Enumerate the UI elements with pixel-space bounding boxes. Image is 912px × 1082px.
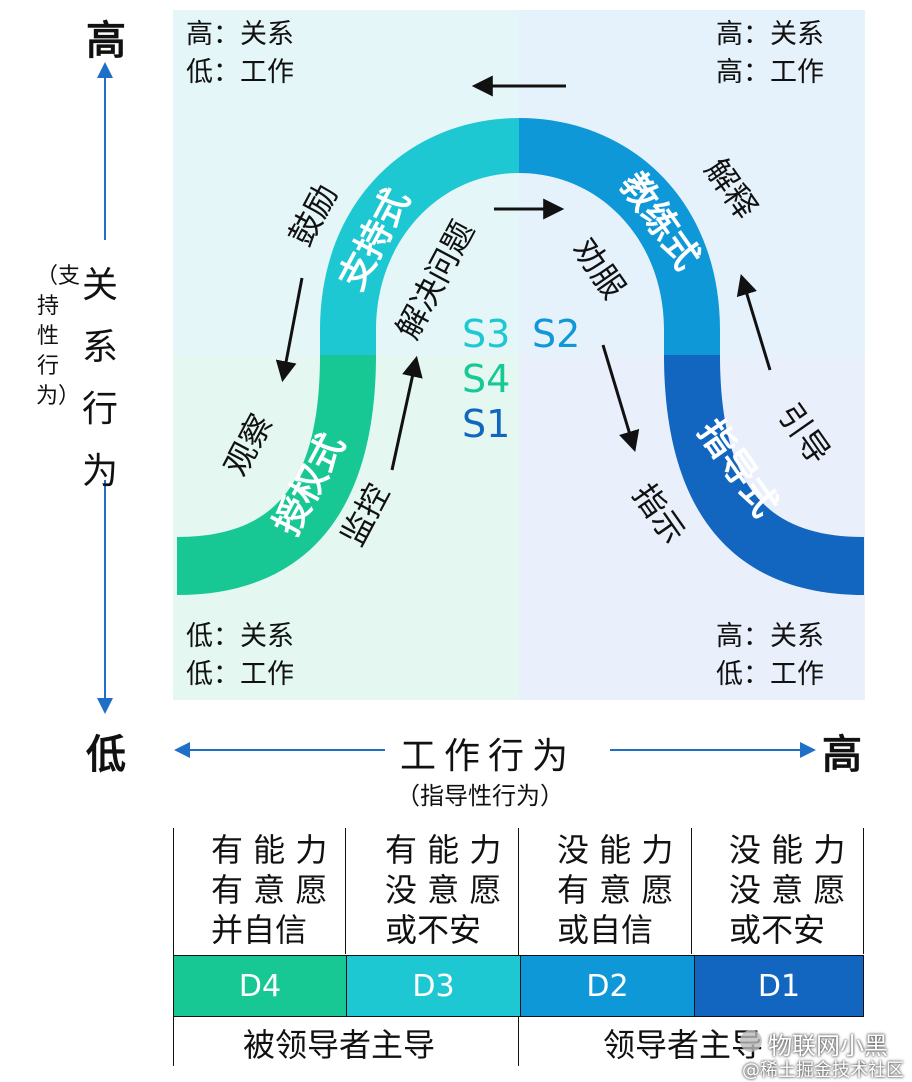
table-divider-right [863, 828, 864, 954]
leadership-curve-diagram: 支持式 教练式 指导式 授权式 鼓励 观察 解决问题 监控 劝服 指示 解释 引… [177, 75, 864, 595]
readiness-cell-d4: 有 能 力 有 意 愿 并自信 [211, 831, 328, 949]
quadrant-bottom-left-label: 低：关系 低：工作 [186, 621, 294, 690]
quadrant-bottom-right-label: 高：关系 低：工作 [716, 621, 824, 690]
watermark-logo-icon [740, 1030, 762, 1052]
label-zhishi: 指示 [625, 477, 693, 551]
level-d2: D2 [521, 956, 695, 1016]
stage-s1: S1 [462, 402, 511, 446]
watermark-line1: 物联网小黑 [768, 1032, 888, 1060]
level-d3: D3 [347, 956, 521, 1016]
y-axis-subtitle: （支持性行为） [36, 264, 81, 409]
x-axis-subtitle: （指导性行为） [396, 782, 564, 810]
readiness-cell-d1: 没 能 力 没 意 愿 或不安 [729, 831, 846, 949]
label-yindao: 引导 [770, 397, 838, 471]
watermark-line2: @稀土掘金技术社区 [742, 1060, 904, 1081]
level-d4: D4 [174, 956, 347, 1016]
stage-s2: S2 [532, 312, 581, 356]
arrow-shuofu-down [601, 344, 640, 453]
table-divider-left [173, 828, 174, 1066]
footer-follower-led: 被领导者主导 [243, 1026, 436, 1064]
s4-band [177, 355, 376, 595]
arrow-jiankong-up [390, 355, 423, 471]
footer-leader-led: 领导者主导 [603, 1026, 764, 1064]
y-axis-arrows [97, 62, 113, 714]
x-axis-high-label: 高 [822, 731, 862, 778]
label-guancha: 观察 [216, 408, 280, 482]
y-axis-title: 关系行为 [82, 265, 119, 492]
arrow-yindao-up [736, 273, 772, 371]
readiness-cell-d3: 有 能 力 没 意 愿 或不安 [385, 831, 502, 949]
stage-s4: S4 [462, 357, 511, 401]
level-row: D4 D3 D2 D1 [173, 955, 864, 1017]
y-axis-high-label: 高 [86, 17, 126, 64]
s3-band [320, 118, 519, 355]
level-d1: D1 [695, 956, 863, 1016]
arrow-guli-down [275, 277, 304, 383]
table-divider-2 [518, 828, 519, 1066]
s2-band [519, 118, 720, 355]
stage-s3: S3 [462, 312, 511, 356]
readiness-cell-d2: 没 能 力 有 意 愿 或自信 [557, 831, 674, 949]
s1-band [664, 355, 864, 595]
y-axis-low-label: 低 [86, 731, 126, 778]
label-shuofu: 劝服 [565, 232, 633, 306]
quadrant-top-left-label: 高：关系 低：工作 [186, 19, 294, 88]
label-guli: 鼓励 [281, 178, 345, 252]
table-divider-1 [345, 828, 346, 954]
label-jieshi: 解释 [697, 152, 765, 226]
x-axis-title: 工作行为 [400, 736, 577, 777]
x-axis-arrows [174, 742, 816, 758]
table-divider-3 [691, 828, 692, 954]
quadrant-top-right-label: 高：关系 高：工作 [716, 19, 824, 88]
dev-table: 有 能 力 有 意 愿 并自信 有 能 力 没 意 愿 或不安 没 能 力 有 … [173, 828, 865, 1068]
